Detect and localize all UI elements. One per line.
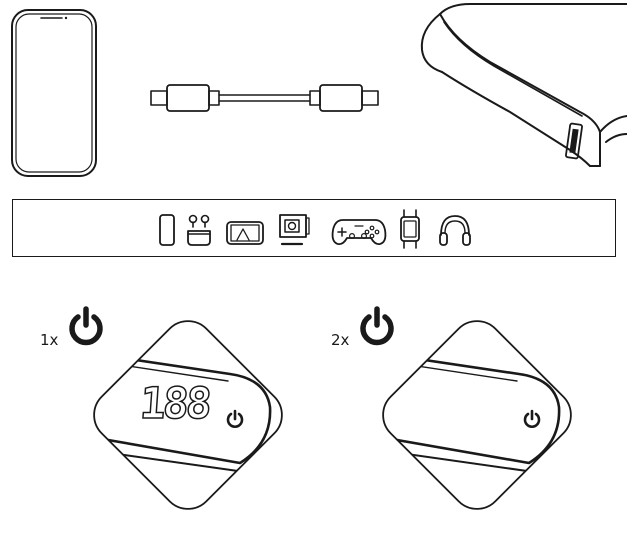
battery-percentage-display: 188	[138, 378, 212, 430]
power-bank-closeup-display-off	[372, 320, 582, 510]
gamepad-icon	[331, 219, 387, 246]
phone-icon	[159, 214, 175, 246]
press-count-label: 1x	[40, 331, 59, 349]
smartwatch-icon	[400, 209, 420, 249]
tablet-icon	[226, 221, 264, 245]
press-count-label: 2x	[331, 331, 350, 349]
usb-c-cable-illustration	[150, 84, 379, 112]
power-button-icon[interactable]	[522, 408, 542, 430]
earbuds-icon	[187, 214, 211, 246]
camera-icon	[279, 214, 310, 246]
headphones-icon	[439, 215, 471, 246]
power-button-icon[interactable]	[225, 408, 245, 430]
smartphone-illustration	[11, 9, 97, 177]
power-icon	[69, 306, 103, 346]
power-icon	[360, 306, 394, 346]
power-bank-display-closeup	[83, 320, 293, 510]
compatible-devices-strip	[12, 199, 616, 257]
power-bank-illustration	[420, 3, 627, 167]
